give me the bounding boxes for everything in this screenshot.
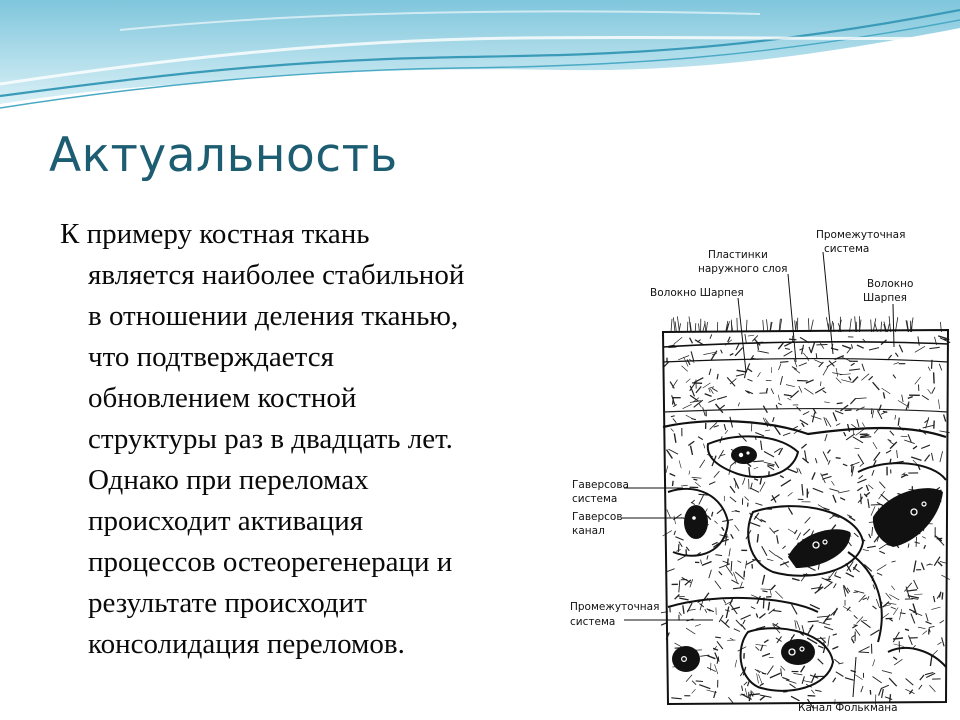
body-line-1: К примеру костная ткань [60, 218, 370, 250]
label-haversian-system-2: система [572, 493, 617, 505]
label-intermediate-top-2: система [824, 243, 869, 255]
haversian-canals [672, 446, 943, 672]
body-line-10: результате происходит [88, 587, 367, 619]
label-haversian-canal-1: Гаверсов [572, 511, 623, 523]
label-volkmann-canal: Канал Фолькмана [798, 702, 898, 714]
tissue-block-outline [661, 328, 950, 706]
bone-texture [660, 316, 951, 709]
wave-header-decoration [0, 0, 960, 109]
label-plates-outer-2: наружного слоя [698, 263, 787, 275]
bone-tissue-illustration: Промежуточная система Пластинки наружног… [570, 229, 951, 714]
label-haversian-system-1: Гаверсова [572, 479, 629, 491]
body-line-8: происходит активация [88, 505, 364, 537]
label-intermediate-bottom-1: Промежуточная [570, 601, 659, 613]
slide-body-text: К примеру костная ткань является наиболе… [60, 214, 580, 665]
body-line-6: структуры раз в двадцать лет. [88, 423, 453, 455]
body-line-11: консолидация переломов. [88, 628, 405, 660]
label-plates-outer-1: Пластинки [708, 249, 768, 261]
body-line-4: что подтверждается [88, 341, 334, 373]
label-haversian-canal-2: канал [572, 525, 605, 537]
label-sharpey-right-1: Волокно [867, 278, 913, 290]
bone-tissue-diagram: Промежуточная система Пластинки наружног… [558, 212, 960, 720]
label-intermediate-top-1: Промежуточная [816, 229, 905, 241]
body-line-5: обновлением костной [88, 382, 357, 414]
label-intermediate-bottom-2: система [570, 616, 615, 628]
body-line-9: процессов остеорегенераци и [88, 546, 453, 578]
body-line-3: в отношении деления тканью, [88, 300, 459, 332]
label-sharpey-left: Волокно Шарпея [650, 287, 744, 299]
slide-title: Актуальность [49, 128, 398, 183]
body-line-7: Однако при переломах [88, 464, 369, 496]
body-line-2: является наиболее стабильной [88, 259, 465, 291]
label-leader-lines [622, 251, 895, 698]
label-sharpey-right-2: Шарпея [863, 292, 907, 304]
